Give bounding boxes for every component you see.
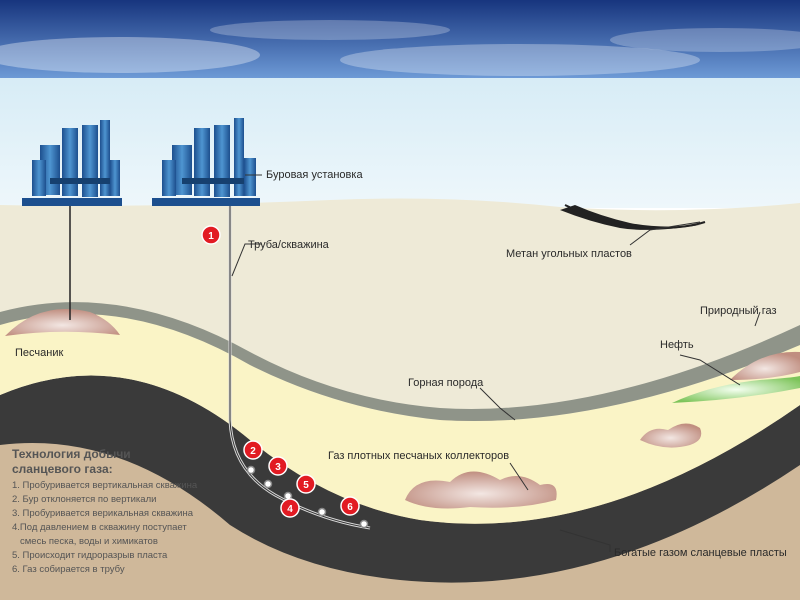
step-badge-6: 6 <box>341 497 359 515</box>
svg-text:5: 5 <box>303 480 309 491</box>
step-badge-1: 1 <box>202 226 220 244</box>
svg-text:3: 3 <box>275 462 281 473</box>
svg-text:2: 2 <box>250 446 256 457</box>
label-drilling-rig: Буровая установка <box>266 169 363 181</box>
svg-text:1: 1 <box>208 231 214 242</box>
legend-item: 6. Газ собирается в трубу <box>12 564 125 575</box>
label-sandstone: Песчаник <box>15 347 63 359</box>
label-oil: Нефть <box>660 339 694 351</box>
svg-text:6: 6 <box>347 502 353 513</box>
step-badge-4: 4 <box>281 499 299 517</box>
label-natural-gas: Природный газ <box>700 305 777 317</box>
step-badge-5: 5 <box>297 475 315 493</box>
legend-item: 1. Пробуривается вертикальная скважина <box>12 480 198 491</box>
label-coalbed-methane: Метан угольных пластов <box>506 248 632 260</box>
label-pipe-well: Труба/скважина <box>248 239 330 251</box>
label-shale-layers: Богатые газом сланцевые пласты <box>614 547 787 559</box>
step-badge-2: 2 <box>244 441 262 459</box>
sky-photo <box>0 0 800 78</box>
legend-item: 2. Бур отклоняется по вертикали <box>12 494 156 505</box>
legend-item: 5. Происходит гидроразрыв пласта <box>12 550 168 561</box>
legend-item: смесь песка, воды и химикатов <box>20 536 158 547</box>
legend-title-line2: сланцевого газа: <box>12 462 113 476</box>
label-rock: Горная порода <box>408 377 484 389</box>
step-badge-3: 3 <box>269 457 287 475</box>
svg-text:4: 4 <box>287 504 293 515</box>
legend-title-line1: Технология добычи <box>12 447 131 461</box>
label-tight-gas: Газ плотных песчаных коллекторов <box>328 450 509 462</box>
legend-item: 4.Под давлением в скважину поступает <box>12 522 187 533</box>
legend-item: 3. Пробуривается верикальная скважина <box>12 508 194 519</box>
